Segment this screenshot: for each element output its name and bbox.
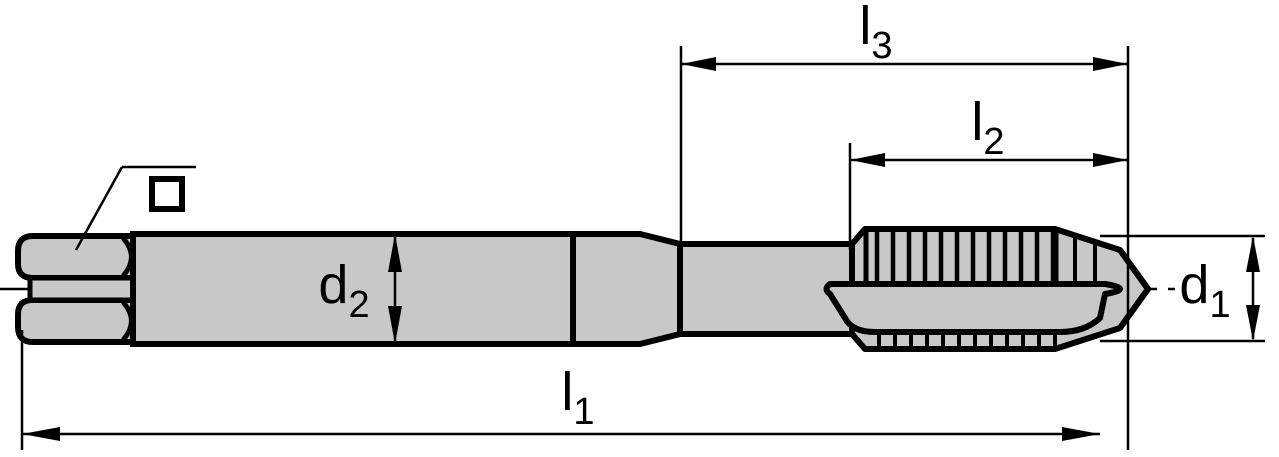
dimension-label-l1: l1 [561,362,594,433]
arrowhead-d2-bottom [388,306,402,344]
arrowhead-l1-left [22,427,60,441]
thread-lines-upper [874,231,1056,286]
arrowhead-d1-bottom [1246,305,1260,341]
square-shank-upper-outline [15,233,138,281]
arrowhead-l3-right [1093,57,1128,71]
relief-neck [570,231,683,347]
dimension-label-l3: l3 [859,0,892,67]
square-symbol-icon [149,176,185,212]
extension-lines [20,46,1265,450]
arrowhead-l3-left [681,57,716,71]
arrowhead-l2-right [1093,153,1128,167]
thread-lines-lower [877,334,1057,349]
thread-chamfer-lines [1073,236,1097,286]
arrowhead-d2-top [388,234,402,272]
dimension-l3: l3 [681,0,1128,71]
dimension-label-d1: d1 [1179,255,1230,326]
callout-leader-line [74,166,124,251]
arrowhead-l1-right [1062,427,1100,441]
cutting-flute [823,281,1123,335]
tool-point-cone [1117,248,1151,330]
arrowhead-d1-top [1246,236,1260,272]
dimension-d2: d2 [318,234,402,344]
dimension-l2: l2 [850,92,1128,167]
square-shank-lower-outline [15,297,138,345]
dimension-l1: l1 [22,362,1100,441]
square-shank-center-band [27,275,138,303]
arrowhead-l2-left [850,153,885,167]
tap-body-group [15,226,1151,352]
square-drive-callout [74,165,196,251]
dimension-label-d2: d2 [318,255,369,326]
dimension-label-l2: l2 [971,92,1004,163]
dimension-d1: d1 [1179,236,1260,341]
